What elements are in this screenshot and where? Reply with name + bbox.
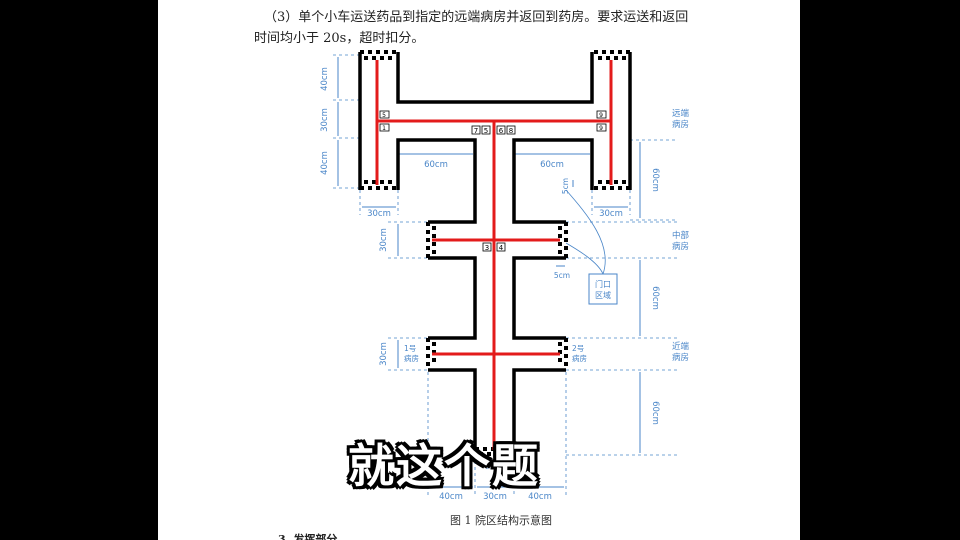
ward-1-label-1: 1号: [404, 344, 416, 353]
dim-right-far: 60cm: [650, 168, 660, 192]
far-ward-label-2: 病房: [672, 119, 689, 130]
dim-near-height: 30cm: [379, 342, 389, 366]
small-mark-3: 9: [599, 112, 603, 119]
middle-ward-label-2: 病房: [672, 241, 689, 252]
dim-left-top: 40cm: [320, 67, 330, 91]
dimension-labels: 40cm 30cm 40cm 30cm 60cm 60cm 30cm 60cm …: [320, 67, 660, 502]
door-area-label-2: 区域: [595, 290, 611, 300]
number-box-5: 5: [484, 127, 488, 135]
number-box-7: 7: [474, 127, 478, 135]
dim-left-bot: 40cm: [320, 151, 330, 175]
dim-five-a: 5cm: [561, 178, 570, 194]
document-page: （3）单个小车运送药品到指定的远端病房并返回到药房。要求运送和返回 时间均小于 …: [158, 0, 800, 540]
dimension-arrows: [337, 57, 641, 488]
number-box-3: 3: [485, 244, 489, 252]
wall-outline: [358, 52, 632, 455]
pharmacy-label: 药房: [485, 460, 502, 471]
checkered-markers: [360, 50, 630, 456]
door-area-callout: 门口 区域: [565, 189, 618, 305]
dim-five-b: 5cm: [554, 271, 570, 280]
far-ward-label-1: 远端: [672, 108, 690, 119]
number-box-4: 4: [499, 244, 504, 252]
near-ward-label-1: 近端: [672, 341, 690, 352]
route-lines: [375, 60, 613, 450]
dim-right-mid: 60cm: [650, 286, 660, 310]
dimension-guides: [333, 54, 678, 495]
dim-inner-left: 60cm: [424, 160, 448, 170]
small-mark-2: 1: [382, 125, 386, 132]
ward-2-label-1: 2号: [572, 344, 584, 353]
number-box-8: 8: [509, 127, 513, 135]
ward-1-label-2: 病房: [404, 353, 419, 363]
dim-right-near: 60cm: [650, 401, 660, 425]
dim-bottom-center: 30cm: [483, 492, 507, 502]
middle-ward-label-1: 中部: [672, 230, 690, 241]
paragraph-line-1: （3）单个小车运送药品到指定的远端病房并返回到药房。要求运送和返回: [264, 10, 689, 25]
paragraph-line-2: 时间均小于 20s，超时扣分。: [254, 31, 425, 46]
dim-top-left-width: 30cm: [367, 209, 391, 219]
ward-labels: 远端 病房 中部 病房 近端 病房 1号 病房 2号 病房 药房: [404, 108, 690, 471]
hospital-layout-diagram: 7 5 6 8 3 4 5 1 9 9 门口 区域: [320, 50, 690, 502]
ward-2-label-2: 病房: [572, 353, 587, 363]
next-section-heading: 3. 发挥部分: [278, 533, 338, 540]
dim-inner-right: 60cm: [540, 160, 564, 170]
figure-caption: 图 1 院区结构示意图: [450, 514, 552, 527]
door-area-label-1: 门口: [595, 279, 611, 289]
dim-mid-height: 30cm: [379, 228, 389, 252]
number-box-6: 6: [499, 127, 504, 135]
dim-bottom-right: 40cm: [528, 492, 552, 502]
small-mark-4: 9: [599, 125, 603, 132]
near-ward-label-2: 病房: [672, 352, 689, 363]
dim-bottom-left: 40cm: [439, 492, 463, 502]
dim-top-right-width: 30cm: [599, 209, 623, 219]
small-mark-1: 5: [382, 112, 386, 119]
dim-left-mid: 30cm: [320, 108, 330, 132]
number-boxes: 7 5 6 8 3 4 5 1 9 9: [379, 110, 607, 252]
overlay-caption-text: 就这个题: [348, 439, 540, 493]
